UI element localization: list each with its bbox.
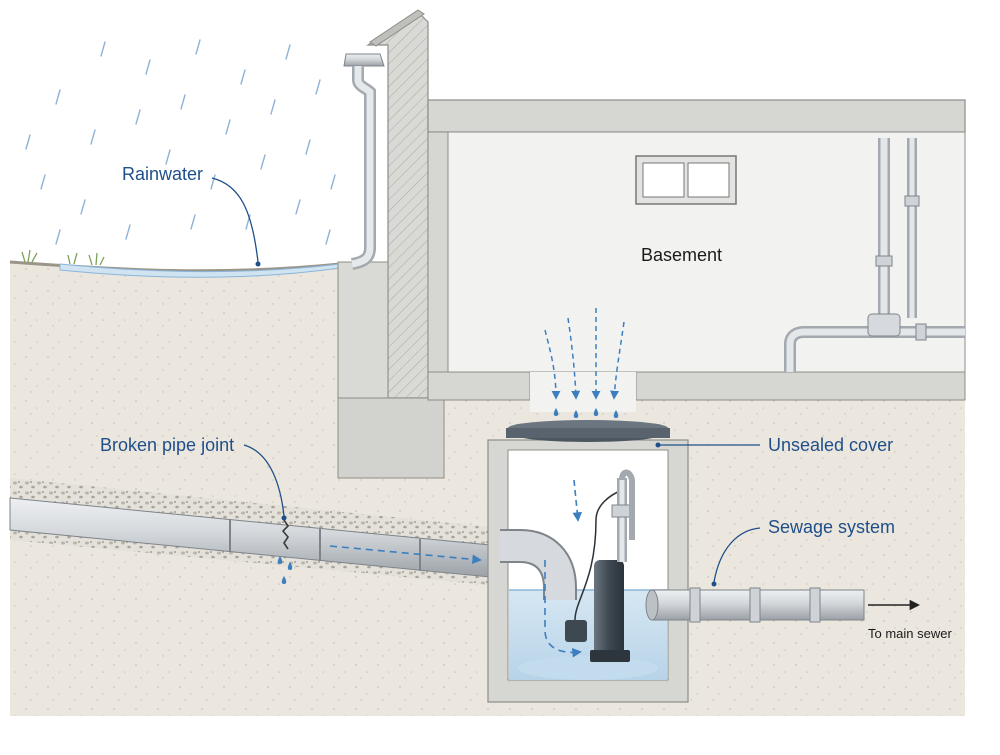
label-basement: Basement bbox=[641, 245, 722, 265]
pit-inflow-arrow bbox=[572, 479, 583, 522]
broken-pipe-crack bbox=[281, 519, 290, 550]
rainwater-leader-dot bbox=[255, 261, 261, 267]
sump-pit bbox=[487, 439, 689, 703]
label-to-main-sewer: To main sewer bbox=[868, 626, 952, 641]
foundation-wall bbox=[337, 9, 445, 479]
label-broken-joint: Broken pipe joint bbox=[100, 435, 234, 455]
grass-tufts bbox=[21, 249, 105, 266]
inlet-flow-arrow bbox=[329, 545, 482, 565]
sump-pump bbox=[565, 469, 635, 662]
topsoil-line bbox=[9, 260, 341, 273]
outlet-pipe bbox=[645, 587, 865, 623]
rain-streaks bbox=[25, 39, 336, 245]
basement-plumbing bbox=[784, 138, 965, 372]
label-rainwater: Rainwater bbox=[122, 164, 203, 184]
leader-lines bbox=[211, 177, 761, 583]
seepage-arrows bbox=[544, 307, 625, 400]
cover-leader-dot bbox=[655, 442, 661, 448]
leak-drops bbox=[277, 556, 293, 584]
sewage-leader-dot bbox=[711, 581, 717, 587]
label-sewage-system: Sewage system bbox=[768, 517, 895, 537]
label-unsealed-cover: Unsealed cover bbox=[768, 435, 893, 455]
slab-opening bbox=[530, 372, 636, 412]
inlet-elbow bbox=[500, 529, 582, 658]
downspout bbox=[343, 53, 385, 270]
basement-window bbox=[635, 155, 737, 205]
joint-leader-dot bbox=[281, 515, 287, 521]
sump-cover bbox=[506, 420, 670, 442]
